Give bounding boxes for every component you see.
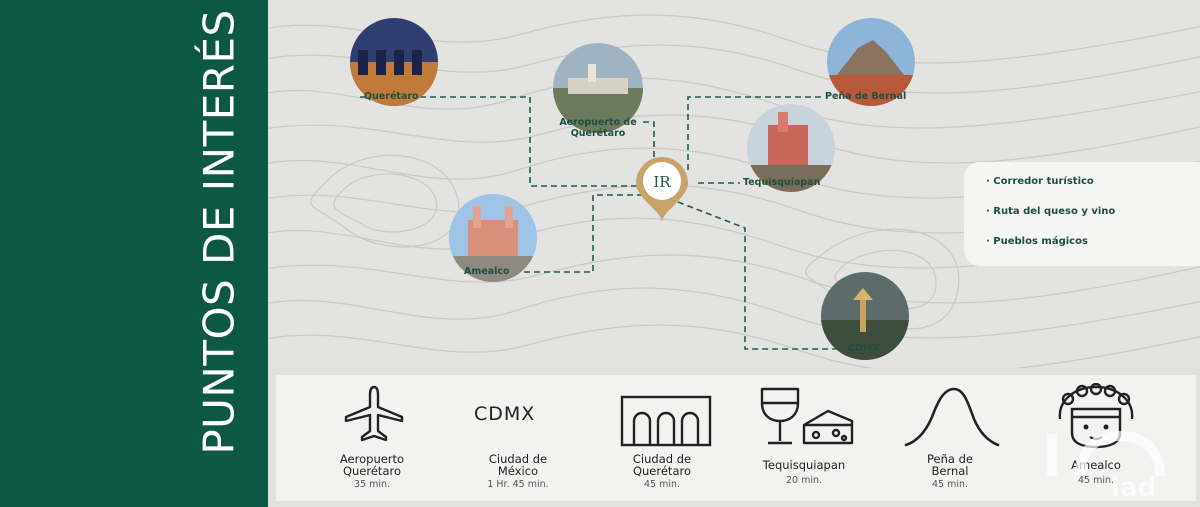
highlight-pueblos: · Pueblos mágicos	[986, 236, 1088, 247]
aqueduct-icon	[620, 395, 712, 447]
poi-label-tequisquiapan: Tequisquiapan	[743, 177, 821, 188]
location-pin-icon	[636, 157, 688, 222]
distances-strip: Aeropuerto Querétaro 35 min. CDMX Ciudad…	[268, 368, 1200, 507]
bernal-photo	[827, 18, 915, 106]
poi-label-aeropuerto: Aeropuerto de Querétaro	[559, 117, 637, 139]
destination-tequisquiapan: Tequisquiapan 20 min.	[734, 375, 874, 501]
destination-bernal: Peña de Bernal 45 min.	[880, 375, 1020, 501]
pin-logo: IR	[653, 173, 671, 191]
destination-time: 20 min.	[785, 475, 823, 486]
watermark-logo-icon	[1047, 430, 1165, 477]
destination-name-line1: Peña de	[927, 452, 973, 466]
watermark-text: iad	[1111, 473, 1157, 503]
destination-time: 45 min.	[643, 479, 681, 490]
destination-name-line1: Aeropuerto	[339, 452, 405, 466]
poi-label-amealco: Amealco	[464, 266, 510, 277]
destination-name-line2: Querétaro	[632, 464, 692, 478]
destination-name-line2: Querétaro	[342, 464, 402, 478]
route-lines	[360, 96, 840, 350]
highlight-ruta: · Ruta del queso y vino	[986, 206, 1116, 217]
cdmx-text-icon: CDMX	[474, 403, 536, 425]
destination-time: 45 min.	[1077, 475, 1115, 486]
poi-label-bernal: Peña de Bernal	[825, 91, 907, 102]
destination-time: 1 Hr. 45 min.	[487, 479, 549, 490]
destination-queretaro: Ciudad de Querétaro 45 min.	[592, 375, 732, 501]
mountain-icon	[904, 387, 1000, 447]
wine-cheese-icon	[760, 387, 854, 445]
sidebar: PUNTOS DE INTERÉS	[0, 0, 268, 507]
page-title: PUNTOS DE INTERÉS	[194, 9, 244, 455]
destination-name-line1: Tequisquiapan	[762, 458, 846, 472]
queretaro-photo	[350, 18, 438, 106]
map-background: IR	[268, 14, 1200, 368]
highlights-box: · Corredor turístico · Ruta del queso y …	[964, 162, 1200, 266]
destination-cdmx: CDMX Ciudad de México 1 Hr. 45 min.	[448, 375, 588, 501]
destination-name-line1: Ciudad de	[488, 452, 548, 466]
amealco-photo	[449, 194, 537, 282]
destination-name-line2: Bernal	[931, 464, 969, 478]
distances-panel: Aeropuerto Querétaro 35 min. CDMX Ciudad…	[276, 375, 1196, 501]
poi-label-queretaro: Querétaro	[364, 91, 419, 102]
destination-name-line1: Ciudad de	[632, 452, 692, 466]
destination-name-line2: México	[497, 464, 539, 478]
poi-label-cdmx: CDMX	[848, 343, 880, 354]
destination-time: 35 min.	[353, 479, 391, 490]
destination-aeropuerto: Aeropuerto Querétaro 35 min.	[302, 375, 442, 501]
highlight-corredor: · Corredor turístico	[986, 176, 1094, 187]
destination-time: 45 min.	[931, 479, 969, 490]
airplane-icon	[344, 385, 404, 442]
